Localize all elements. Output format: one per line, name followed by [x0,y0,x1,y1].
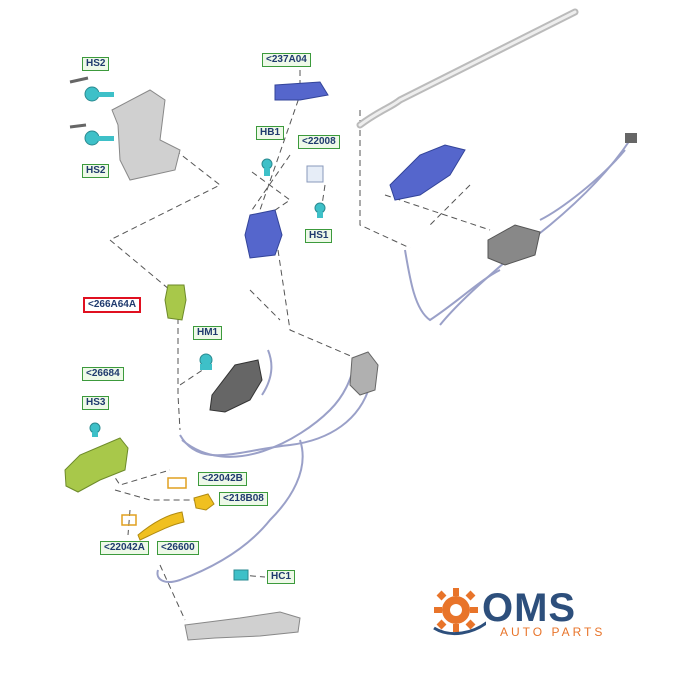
label-26600: <26600 [157,541,199,555]
logo-tagline: AUTO PARTS [500,625,606,639]
door-latch-assembly [209,359,263,413]
nut-hm1 [199,353,213,370]
leader-lines [109,60,491,621]
logo-wordmark: OMS [482,586,577,630]
door-latch-right [487,224,541,266]
clip-hc1 [233,569,249,581]
label-22042b: <22042B [198,472,247,486]
label-hs3: HS3 [82,396,110,410]
part-218b08-cap [193,493,215,511]
label-hb1: HB1 [256,126,285,140]
part-237a04-clip [274,81,329,101]
label-22008: <22008 [298,135,340,149]
part-22042a-gasket [121,514,137,526]
label-26684: <26684 [82,367,124,381]
gear-icon [433,588,486,635]
label-hc1: HC1 [267,570,296,584]
label-218b08: <218B08 [219,492,268,506]
label-hs2-bottom: HS2 [82,164,110,178]
label-237a04: <237A04 [262,53,311,67]
label-hs2-top: HS2 [82,57,110,71]
lock-actuator [349,351,379,396]
label-22042a: <22042A [100,541,149,555]
screw-hs1 [314,202,326,218]
label-hs1: HS1 [305,229,333,243]
part-26684-bracket [64,437,129,493]
part-26600-handle [137,511,185,541]
cable-end-fitting [625,133,637,143]
lower-reinforcement-bar [184,611,301,641]
screw-hs2-top [69,76,114,102]
inner-handle-bracket [111,89,181,181]
screw-hs2-bottom [69,123,114,146]
part-266a64a [164,284,187,321]
door-cables [156,139,631,583]
latch-carrier [244,209,283,259]
outer-handle-frame [389,144,466,201]
label-266a64a-highlighted: <266A64A [83,297,142,313]
part-22008-clip [306,165,324,183]
oms-logo: OMS AUTO PARTS [430,584,660,644]
part-22042b-gasket [167,477,187,489]
bolt-hb1 [261,158,273,176]
label-hm1: HM1 [193,326,223,340]
screw-hs3 [89,422,101,437]
